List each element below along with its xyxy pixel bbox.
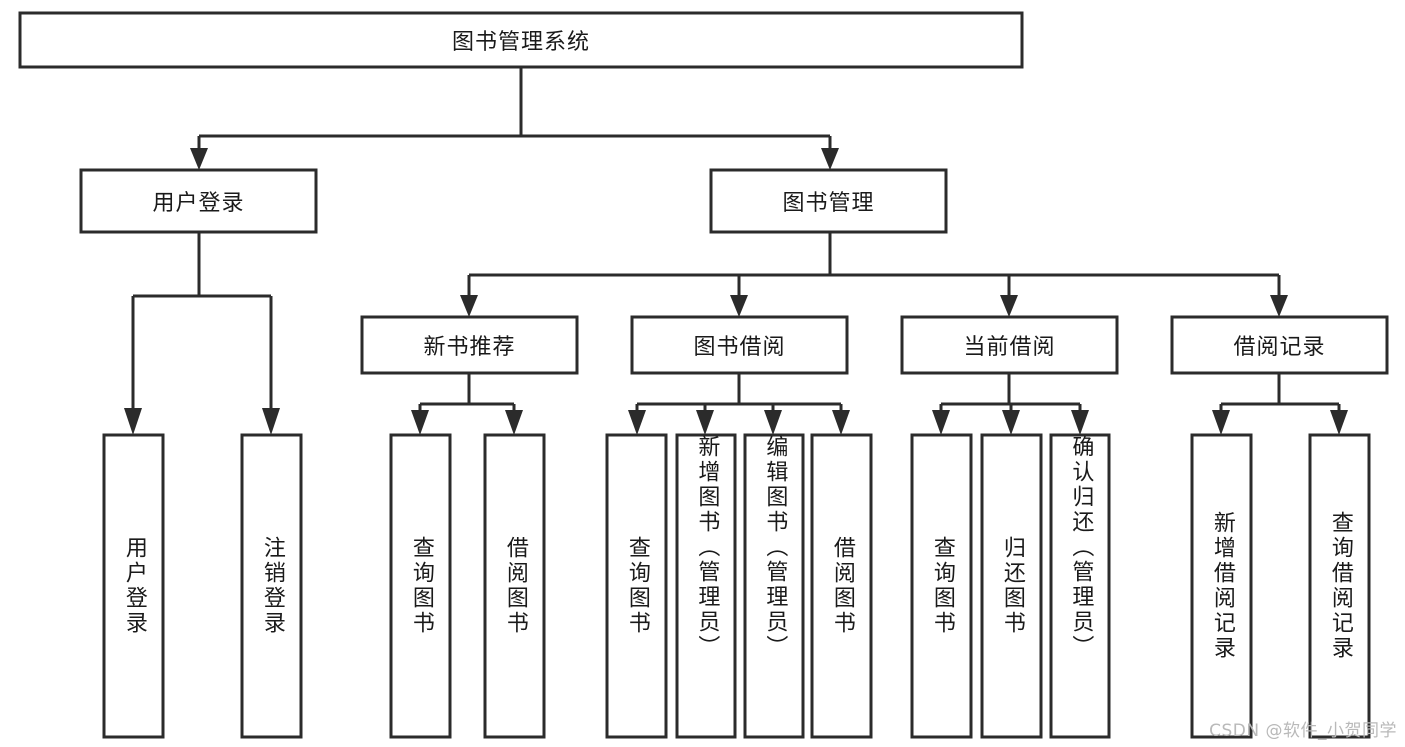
arrowhead-leaf-return-book [1002,410,1020,435]
leaf-box-query-book-1[interactable] [389,433,452,739]
arrowhead-leaf-query-book-1 [411,410,429,435]
arrowhead-borrow [730,295,748,317]
node-box-current-borrow[interactable] [900,315,1119,375]
node-box-book-management[interactable] [709,168,948,234]
leaf-box-query-book-2[interactable] [605,433,668,739]
connectors-root-to-level2 [190,67,839,170]
arrowhead-leaf-user-login [124,408,142,435]
leaf-box-confirm-return-admin[interactable] [1049,433,1111,739]
arrowhead-leaf-add-book [696,410,714,435]
leaf-box-query-book-3[interactable] [910,433,973,739]
node-box-new-book-recommend[interactable] [360,315,579,375]
arrowhead-user-login [190,148,208,170]
arrowhead-leaf-edit-book [764,410,782,435]
leaf-box-add-borrow-record[interactable] [1190,433,1253,739]
arrowhead-leaf-query-book-2 [628,410,646,435]
leaf-box-user-login[interactable] [102,433,165,739]
connectors-records-to-leaves [1212,373,1348,435]
leaf-box-borrow-book-1[interactable] [483,433,546,739]
arrowhead-current [1000,295,1018,317]
arrowhead-book-mgmt [821,148,839,170]
connectors-userlogin-to-leaves [124,232,280,435]
arrowhead-records [1270,295,1288,317]
leaf-box-borrow-book-2[interactable] [810,433,873,739]
arrowhead-leaf-borrow-book-2 [832,410,850,435]
arrowhead-leaf-confirm-return [1071,410,1089,435]
leaf-box-query-borrow-record[interactable] [1308,433,1371,739]
connectors-borrow-to-leaves [628,373,850,435]
leaf-box-logout[interactable] [240,433,303,739]
connectors-bookmgmt-to-level3 [460,232,1288,317]
arrowhead-leaf-logout [262,408,280,435]
csdn-watermark: CSDN @软件_小贺同学 [1209,721,1397,741]
node-box-borrow-records[interactable] [1170,315,1389,375]
arrowhead-leaf-add-record [1212,410,1230,435]
arrowhead-leaf-query-book-3 [932,410,950,435]
connectors-current-to-leaves [932,373,1089,435]
leaf-box-add-book-admin[interactable] [675,433,737,739]
leaf-box-edit-book-admin[interactable] [743,433,805,739]
node-box-root[interactable] [18,11,1024,69]
node-box-book-borrow[interactable] [630,315,849,375]
leaf-box-return-book[interactable] [980,433,1043,739]
arrowhead-newbook [460,295,478,317]
node-box-user-login[interactable] [79,168,318,234]
connectors-newbook-to-leaves [411,373,523,435]
arrowhead-leaf-query-record [1330,410,1348,435]
arrowhead-leaf-borrow-book-1 [505,410,523,435]
